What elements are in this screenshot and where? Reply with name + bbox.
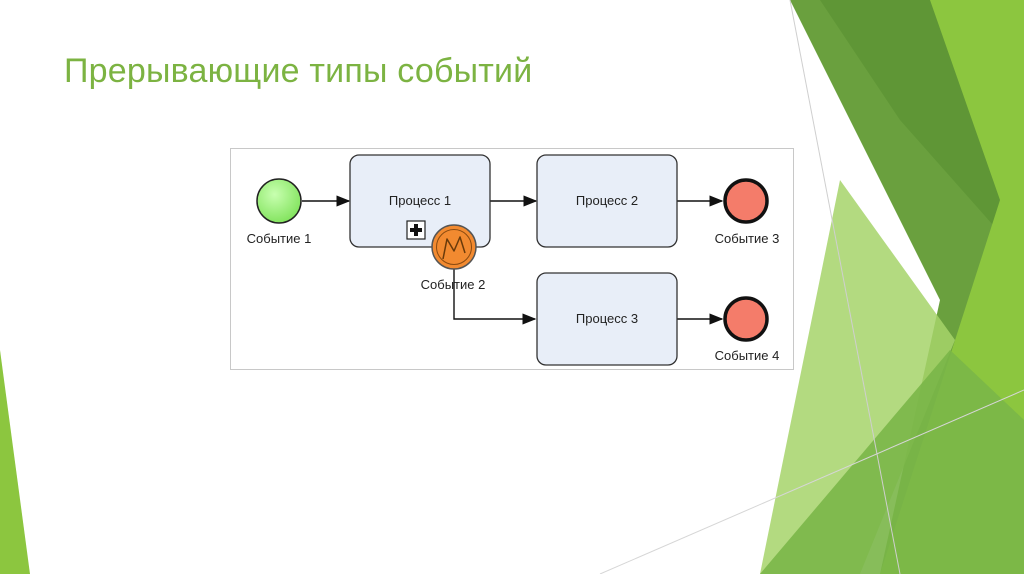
task-process-2[interactable] <box>536 154 678 248</box>
event3-label: Событие 3 <box>715 231 780 246</box>
boundary-event-2-inner <box>436 229 472 265</box>
event1-label: Событие 1 <box>247 231 312 246</box>
task-process-1[interactable] <box>349 154 491 248</box>
deco-left-sliver <box>0 350 30 574</box>
deco-thin-line <box>789 0 901 574</box>
slide-title: Прерывающие типы событий <box>64 52 533 90</box>
deco-thin-line-2 <box>599 389 1024 574</box>
task3-label: Процесс 3 <box>576 311 638 326</box>
task2-label: Процесс 2 <box>576 193 638 208</box>
start-event-1[interactable] <box>256 178 302 224</box>
lightning-icon <box>442 236 466 260</box>
event2-label: Событие 2 <box>421 277 486 292</box>
boundary-event-2[interactable] <box>431 224 477 270</box>
task-process-3[interactable] <box>536 272 678 366</box>
task1-label: Процесс 1 <box>389 193 451 208</box>
bpmn-diagram: Событие 1 Процесс 1 Событие 2 Процесс 2 … <box>230 148 794 370</box>
event4-label: Событие 4 <box>715 348 780 363</box>
end-event-3[interactable] <box>723 178 769 224</box>
deco-pale-polygon <box>760 180 955 574</box>
plus-icon[interactable] <box>406 220 426 240</box>
flow-event2-task3 <box>453 265 537 325</box>
end-event-4[interactable] <box>723 296 769 342</box>
deco-bottom-polygon <box>760 350 1024 574</box>
